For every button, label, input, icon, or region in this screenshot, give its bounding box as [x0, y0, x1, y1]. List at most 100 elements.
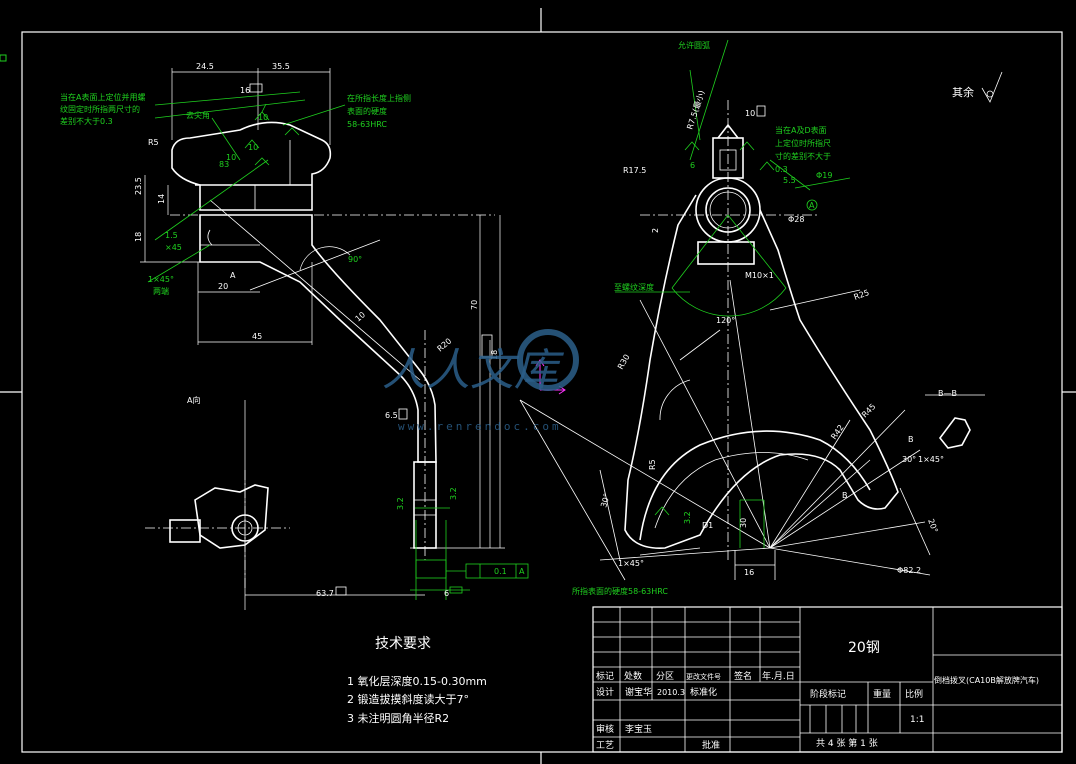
watermark-text: 人人文库: [382, 345, 565, 396]
watermark-url: www.renrendoc.com: [398, 420, 562, 433]
note-r7-5: R7.5(最小): [685, 89, 706, 130]
dim-20: 20: [218, 282, 228, 291]
dim-90deg: 90°: [348, 255, 362, 264]
header-bili: 比例: [905, 688, 923, 700]
dim-70: 70: [470, 300, 479, 310]
dim-6: 6: [690, 161, 695, 170]
tech-req-item-1: 1 氧化层深度0.15-0.30mm: [347, 674, 487, 688]
label-a: A: [230, 271, 236, 280]
label-b1: B: [908, 435, 914, 444]
note-4-line-1: 1.5: [165, 231, 178, 240]
note-hardness: 所指表面的硬度58-63HRC: [572, 586, 668, 596]
dim-14: 14: [157, 194, 166, 204]
right-view: 允许圆弧 R7.5(最小) 10 当在A及D表面 上定位时所指尺 寸的差别不大于…: [519, 39, 1003, 596]
dim-phi19: Φ19: [816, 171, 832, 180]
dim-45: 45: [252, 332, 262, 341]
note-3: 去尖角: [186, 110, 210, 120]
note-a-line-4: 0.3: [775, 165, 788, 174]
dim-r30: R30: [616, 353, 632, 371]
note-2-line-1: 在所指长度上指侧: [347, 93, 411, 103]
dim-5-5: 5.5: [783, 176, 796, 185]
note-4-line-2: ×45: [165, 243, 182, 252]
note-1-line-1: 当在A表面上定位并用螺: [60, 92, 145, 102]
dim-23-5: 23.5: [134, 177, 143, 195]
dim-63-7: 63.7: [316, 589, 334, 598]
row-biaozhun: 标准化: [690, 686, 717, 698]
dim-83: 83: [219, 160, 229, 169]
tech-req-item-2: 2 锻造拔摸斜度读大于7°: [347, 692, 469, 706]
dim-35-5: 35.5: [272, 62, 290, 71]
header-qianming: 签名: [734, 670, 752, 682]
sheet-count: 共 4 张 第 1 张: [816, 737, 878, 749]
dim-18b: 18: [490, 350, 499, 360]
dim-phi28: Φ28: [788, 215, 804, 224]
dim-3-2: 3.2: [683, 511, 692, 524]
dim-16: 16: [240, 86, 250, 95]
header-zhong: 重量: [873, 688, 891, 700]
dim-10a: 10: [248, 143, 258, 152]
row-gongyi: 工艺: [596, 740, 614, 751]
label-d1: D1: [702, 521, 713, 530]
technical-requirements: 技术要求 1 氧化层深度0.15-0.30mm 2 锻造拔摸斜度读大于7° 3 …: [347, 636, 487, 725]
note-5-line-1: 1×45°: [148, 275, 174, 284]
dim-r42: R42: [829, 423, 845, 441]
note-2-line-2: 表面的硬度: [347, 106, 387, 116]
left-view: 24.5 35.5 16 R5 23.5 14 18 20 45 90° 10 …: [60, 62, 529, 610]
dim-1x45-a: 1×45°: [618, 559, 644, 568]
dim-r25: R25: [853, 288, 871, 302]
dim-1x45-b: 1×45°: [918, 455, 944, 464]
dim-30deg-a: 30°: [599, 492, 611, 508]
dim-30deg-b: 30°: [902, 455, 916, 464]
row-sheji: 设计: [596, 686, 614, 698]
dim-2: 2: [651, 228, 660, 233]
note-2-line-3: 58-63HRC: [347, 120, 387, 129]
header-jieduan: 阶段标记: [810, 688, 846, 700]
note-5-line-2: 两端: [153, 286, 169, 296]
title-block: 20钢 倒档拨叉(CA10B解放牌汽车) 标记 处数 分区 更改文件号 签名 年…: [592, 606, 1063, 753]
label-b2: B: [842, 491, 848, 500]
tech-req-item-3: 3 未注明圆角半径R2: [347, 711, 449, 725]
dim-10b: 10: [354, 310, 368, 323]
note-allow-arc: 允许圆弧: [678, 40, 710, 50]
tolerance-ref: A: [519, 567, 525, 576]
dim-18: 18: [134, 232, 143, 242]
dim-phi82-2: Φ82.2: [897, 566, 921, 575]
label-a-circle: A: [809, 201, 815, 210]
rest-roughness-label: 其余: [952, 85, 974, 99]
material: 20钢: [848, 640, 880, 656]
header-gengwen: 更改文件号: [686, 672, 721, 681]
watermark: 人人文库 www.renrendoc.com: [382, 329, 579, 433]
dim-r17-5: R17.5: [623, 166, 646, 175]
drawing-frame: [0, 8, 1076, 764]
dim-r5: R5: [648, 459, 657, 470]
dim-6-5: 6.5: [385, 411, 398, 420]
row-sheji-date: 2010.3: [657, 688, 685, 697]
header-chushu: 处数: [624, 670, 642, 682]
note-a-line-2: 上定位时所指尺: [775, 138, 831, 148]
note-1-line-2: 纹固定时所指两尺寸的: [60, 104, 140, 114]
header-biaoji: 标记: [596, 670, 614, 682]
label-section-bb: B—B: [938, 389, 957, 398]
dim-120deg: 120°: [716, 316, 735, 325]
dim-10d: 10: [226, 153, 236, 162]
note-a-line-1: 当在A及D表面: [775, 125, 827, 135]
note-1-line-3: 差别不大于0.3: [60, 116, 113, 126]
dim-24-5: 24.5: [196, 62, 214, 71]
note-thread-depth: 至螺纹深度: [614, 282, 654, 292]
dim-16: 16: [744, 568, 754, 577]
row-pizhun: 批准: [702, 739, 720, 751]
header-fenqu: 分区: [656, 671, 674, 682]
label-a-view: A向: [187, 395, 200, 405]
dim-m10: M10×1: [745, 271, 774, 280]
dim-r45: R45: [860, 402, 878, 420]
row-shenhe: 审核: [596, 723, 614, 735]
dim-6: 6: [444, 589, 449, 598]
dim-r5: R5: [148, 138, 159, 147]
dim-3-2b: 3.2: [449, 487, 458, 500]
part-name: 倒档拨叉(CA10B解放牌汽车): [934, 675, 1039, 685]
tolerance-value: 0.1: [494, 567, 507, 576]
dim-10c: 10: [258, 113, 268, 122]
dim-20deg: 20°: [926, 518, 939, 534]
note-a-line-3: 寸的差别不大于: [775, 151, 831, 161]
row-shenhe-name: 李宝玉: [625, 723, 652, 735]
